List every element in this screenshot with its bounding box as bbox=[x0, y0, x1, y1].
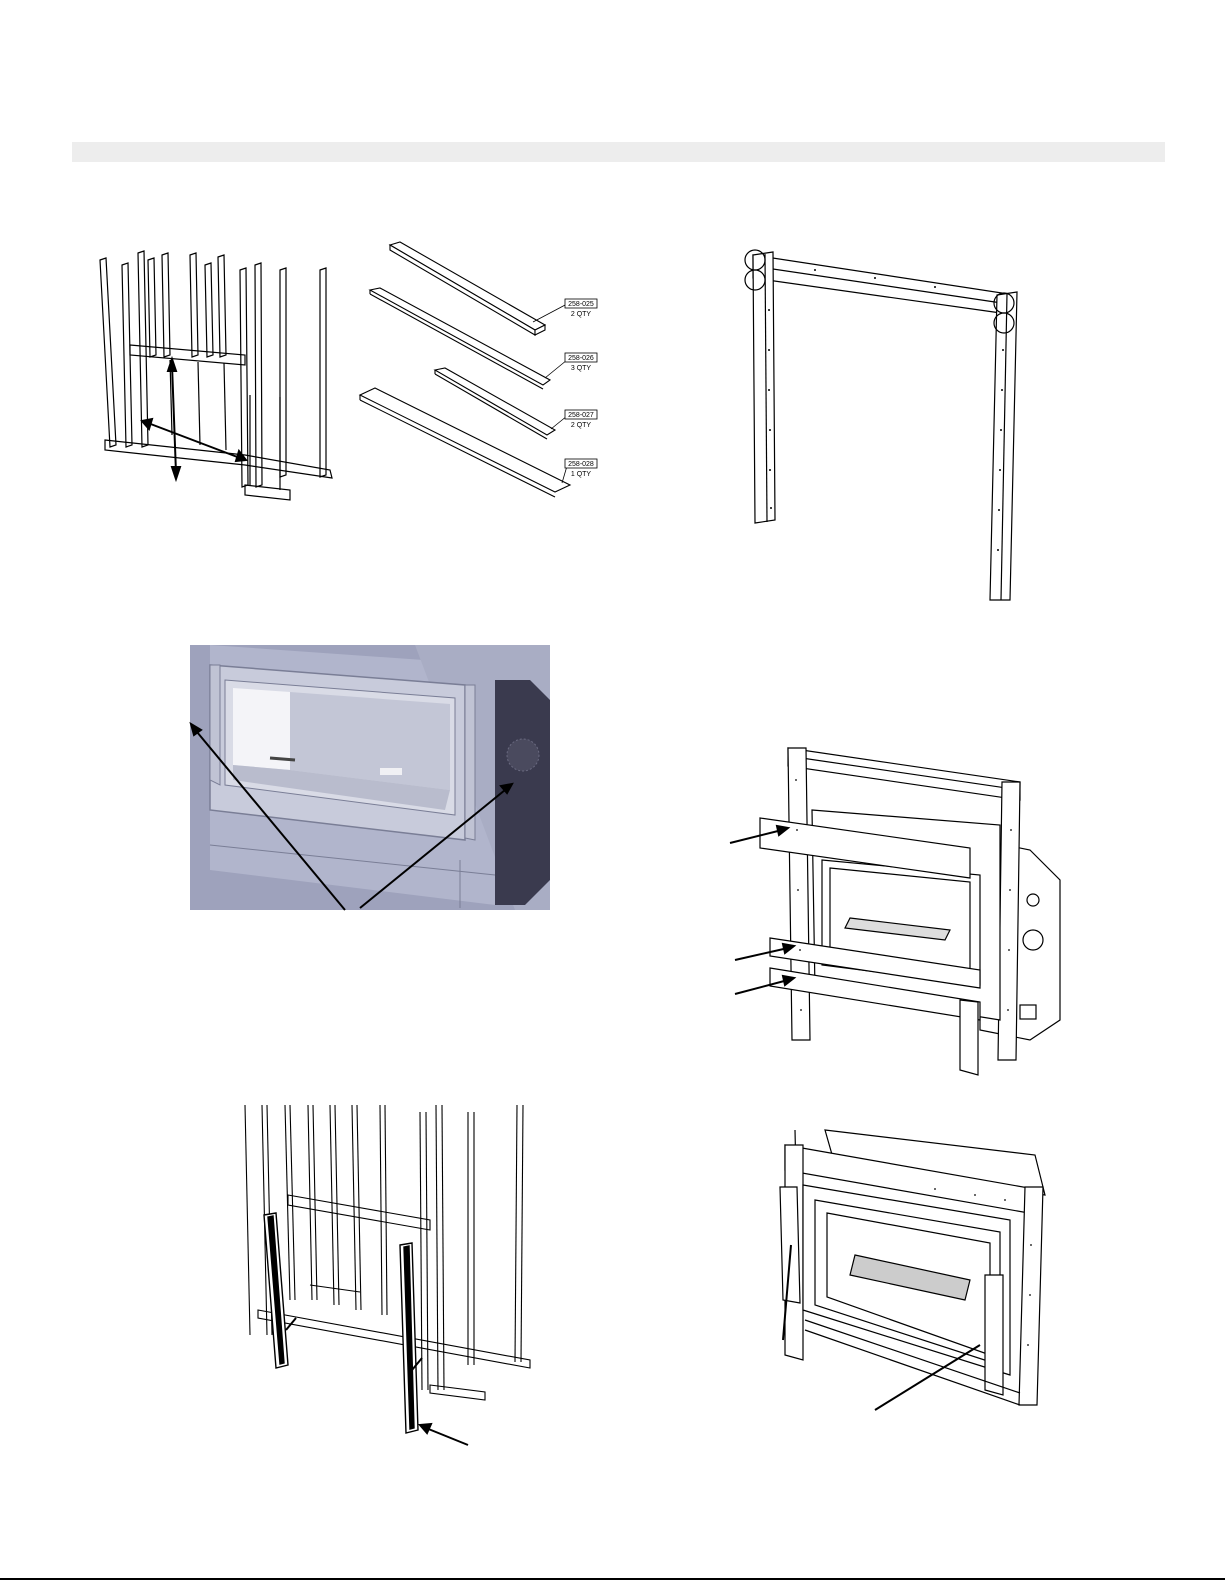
figure-firebox-render bbox=[185, 640, 555, 920]
figure-fireplace-front bbox=[775, 1125, 1065, 1415]
part-number-label: 258-025 bbox=[568, 301, 594, 308]
part-number-label: 258-027 bbox=[568, 412, 594, 419]
section-header-band bbox=[72, 142, 1165, 162]
framing-channels-drawing bbox=[240, 1100, 540, 1460]
figure-parts-kit: 258-025 2 QTY 258-026 3 QTY 258-027 2 QT… bbox=[355, 240, 625, 540]
figure-wall-framing bbox=[90, 245, 350, 515]
firebox-render-drawing bbox=[185, 640, 555, 920]
fireplace-front-drawing bbox=[775, 1125, 1065, 1415]
surround-panels-drawing bbox=[730, 740, 1070, 1080]
part-qty-label: 1 QTY bbox=[571, 471, 592, 478]
part-qty-label: 3 QTY bbox=[571, 365, 592, 372]
frame-assembly-drawing bbox=[735, 240, 1035, 600]
wall-framing-drawing bbox=[90, 245, 350, 515]
figure-frame-assembly bbox=[735, 240, 1035, 600]
page-bottom-rule bbox=[0, 1578, 1225, 1580]
part-number-label: 258-026 bbox=[568, 355, 594, 362]
figure-framing-channels bbox=[240, 1100, 540, 1460]
part-qty-label: 2 QTY bbox=[571, 422, 592, 429]
part-number-label: 258-028 bbox=[568, 461, 594, 468]
parts-kit-drawing: 258-025 2 QTY 258-026 3 QTY 258-027 2 QT… bbox=[355, 240, 625, 540]
figure-surround-panels bbox=[730, 740, 1070, 1080]
part-qty-label: 2 QTY bbox=[571, 311, 592, 318]
